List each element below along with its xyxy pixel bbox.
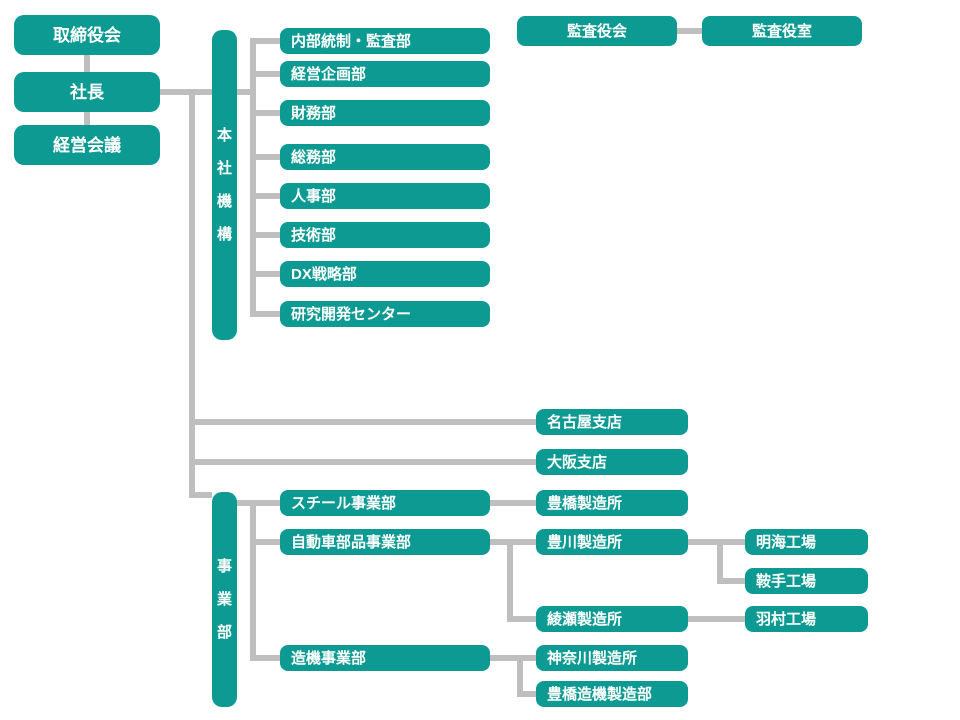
connector-dept-stub-6 [256,271,280,277]
node-toyohashi-works: 豊橋製造所 [536,490,688,516]
connector-toyokawa-kurate [717,578,745,584]
connector-board-president [84,55,90,73]
connector-toyokawa-meikai [688,539,745,545]
node-dept-corporate-planning: 経営企画部 [280,61,490,87]
connector-audit-link [677,28,702,34]
connector-machinery-spine [517,655,523,697]
connector-machinery-toyohashi [517,691,536,697]
connector-main-trunk [189,89,195,498]
node-dept-general-affairs: 総務部 [280,144,490,170]
node-dept-rd-center: 研究開発センター [280,301,490,327]
connector-dept-stub-7 [256,311,280,317]
connector-business-stub-steel [256,500,280,506]
node-kanagawa-works: 神奈川製造所 [536,645,688,671]
node-kurate-plant: 鞍手工場 [745,568,868,594]
node-management-council: 経営会議 [14,125,160,165]
node-steel-division: スチール事業部 [280,490,490,516]
connector-steel-toyohashi [490,500,536,506]
connector-dept-stub-3 [256,154,280,160]
node-board-of-directors: 取締役会 [14,15,160,55]
connector-auto-ayase [507,616,536,622]
node-machinery-division: 造機事業部 [280,645,490,671]
node-president: 社長 [14,72,160,112]
connector-business-stub-auto [256,539,280,545]
node-dept-human-resources: 人事部 [280,183,490,209]
connector-dept-stub-5 [256,232,280,238]
connector-machinery-kanagawa [490,655,536,661]
node-audit-office: 監査役室 [702,16,862,46]
connector-dept-stub-2 [256,110,280,116]
node-toyohashi-machinery-dept: 豊橋造機製造部 [536,681,688,707]
connector-auto-toyokawa [490,539,536,545]
group-label-business-divisions: 事 業 部 [212,492,237,707]
head-office-char: 本 [216,127,232,144]
connector-toyokawa-spine [717,539,723,584]
connector-dept-stub-4 [256,193,280,199]
connector-business-spine [250,500,256,661]
connector-business-bar-spine [237,500,256,506]
business-division-char: 業 [216,591,232,608]
group-label-head-office: 本 社 機 構 [212,30,237,340]
head-office-char: 社 [216,160,232,177]
business-division-char: 部 [216,624,232,641]
connector-ayase-hamura [688,616,745,622]
node-auto-parts-division: 自動車部品事業部 [280,529,490,555]
connector-president-headoffice [160,89,256,95]
head-office-char: 構 [216,226,232,243]
connector-nagoya-branch [189,419,536,425]
connector-dept-spine [250,38,256,317]
node-toyokawa-works: 豊川製造所 [536,529,688,555]
node-nagoya-branch: 名古屋支店 [536,409,688,435]
connector-president-council [84,112,90,126]
node-audit-board: 監査役会 [517,16,677,46]
head-office-char: 機 [216,193,232,210]
node-dept-internal-control-audit: 内部統制・監査部 [280,28,490,54]
business-division-char: 事 [216,558,232,575]
connector-business-stub-machinery [256,655,280,661]
connector-auto-spine [507,539,513,622]
connector-osaka-branch [189,459,536,465]
node-osaka-branch: 大阪支店 [536,449,688,475]
node-meikai-plant: 明海工場 [745,529,868,555]
node-ayase-works: 綾瀬製造所 [536,606,688,632]
node-dept-finance: 財務部 [280,100,490,126]
node-hamura-plant: 羽村工場 [745,606,868,632]
connector-dept-stub-0 [256,38,280,44]
node-dept-dx-strategy: DX戦略部 [280,261,490,287]
connector-trunk-business [189,492,212,498]
connector-dept-stub-1 [256,71,280,77]
node-dept-engineering: 技術部 [280,222,490,248]
